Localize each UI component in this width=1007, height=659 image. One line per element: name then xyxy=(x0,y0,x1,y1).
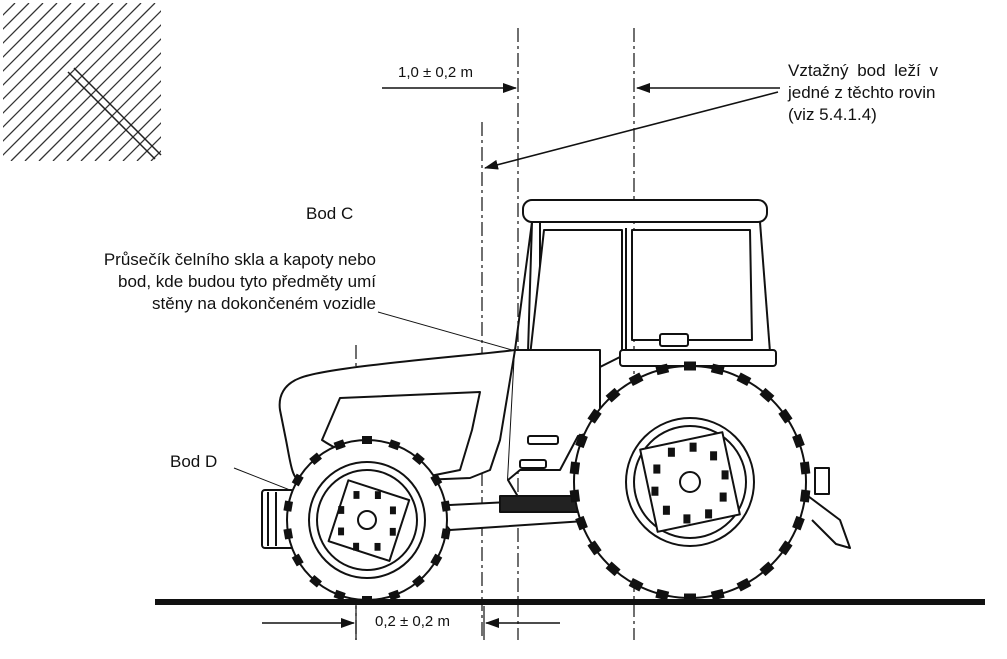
reference-note-line1: Vztažný bod leží v xyxy=(788,61,938,80)
intersection-note-line2: bod, kde budou tyto předměty umí xyxy=(118,272,376,291)
dimension-arrows xyxy=(262,83,780,628)
dim-bottom-label: 0,2 ± 0,2 m xyxy=(375,613,450,630)
ground-line xyxy=(155,599,985,605)
rear-hitch xyxy=(799,489,851,549)
hatched-legend-square xyxy=(3,3,161,161)
intersection-note: Průsečík čelního skla a kapoty nebo bod,… xyxy=(40,249,376,315)
front-wheel xyxy=(283,436,451,604)
intersection-note-line3: stěny na dokončeném vozidle xyxy=(152,294,376,313)
reference-note-line2: jedné z těchto rovin xyxy=(788,83,936,102)
intersection-leader xyxy=(377,311,513,351)
reference-note: Vztažný bod leží v jedné z těchto rovin … xyxy=(788,60,978,126)
cab-ledge xyxy=(619,349,777,367)
cab-rear-window xyxy=(631,229,753,341)
rear-wheel xyxy=(569,361,811,603)
cab-roof xyxy=(522,199,768,223)
point-d-label: Bod D xyxy=(170,452,218,471)
intersection-note-line1: Průsečík čelního skla a kapoty nebo xyxy=(103,250,376,269)
legend-double-line xyxy=(67,67,162,160)
tractor xyxy=(261,199,851,604)
reference-note-line3: (viz 5.4.1.4) xyxy=(788,105,877,124)
reference-leader-arrow xyxy=(484,91,779,170)
point-c-label: Bod C xyxy=(306,204,354,223)
dim-bottom-extension xyxy=(355,606,485,640)
dim-top-label: 1,0 ± 0,2 m xyxy=(398,64,473,81)
